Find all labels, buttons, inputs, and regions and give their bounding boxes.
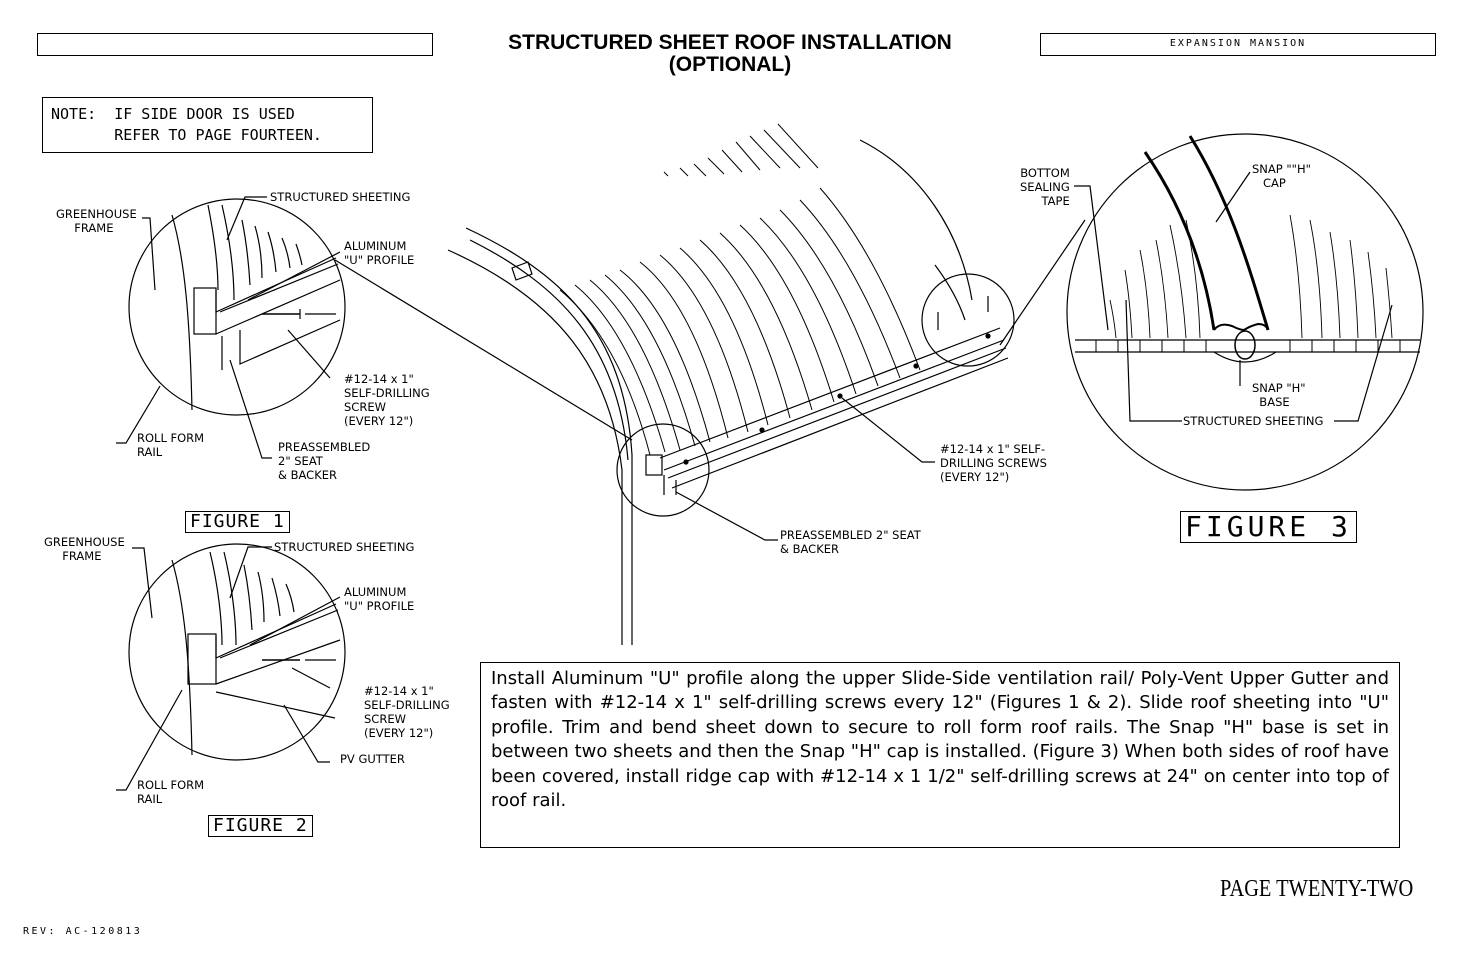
fig1-seat-backer-label: PREASSEMBLED 2" SEAT & BACKER xyxy=(278,440,371,482)
header-blank-box xyxy=(37,33,433,56)
fig1-screw-label: #12-14 x 1" SELF-DRILLING SCREW (EVERY 1… xyxy=(344,372,430,428)
fig3-snap-base-label: SNAP "H" BASE xyxy=(1252,381,1306,409)
figure1-leaders xyxy=(116,196,341,459)
main-seat-backer-label: PREASSEMBLED 2" SEAT & BACKER xyxy=(780,528,921,556)
figure2-leaders xyxy=(116,546,341,791)
fig3-snap-cap-label: SNAP ""H" CAP xyxy=(1252,162,1311,190)
fig2-pv-gutter-label: PV GUTTER xyxy=(340,752,405,766)
side-door-note: NOTE: IF SIDE DOOR IS USED REFER TO PAGE… xyxy=(42,97,373,153)
fig2-aluminum-profile-label: ALUMINUM "U" PROFILE xyxy=(344,585,415,613)
fig2-screw-label: #12-14 x 1" SELF-DRILLING SCREW (EVERY 1… xyxy=(364,684,450,740)
fig1-aluminum-profile-label: ALUMINUM "U" PROFILE xyxy=(344,239,415,267)
fig1-structured-sheeting-label: STRUCTURED SHEETING xyxy=(270,190,411,204)
fig3-bottom-tape-label: BOTTOM SEALING TAPE xyxy=(1020,166,1070,208)
product-name-box: EXPANSION MANSION xyxy=(1040,33,1436,56)
main-roof-drawing xyxy=(447,123,1086,645)
fig1-greenhouse-frame-label: GREENHOUSE FRAME xyxy=(56,207,137,235)
figure3-detail-circle xyxy=(1066,133,1424,491)
installation-instructions: Install Aluminum "U" profile along the u… xyxy=(480,662,1400,848)
figure2-detail-circle xyxy=(128,543,346,761)
figure2-caption: FIGURE 2 xyxy=(208,815,313,837)
title-line-2: (OPTIONAL) xyxy=(668,53,792,76)
title-line-1: STRUCTURED SHEET ROOF INSTALLATION xyxy=(508,31,952,54)
main-screws-label: #12-14 x 1" SELF- DRILLING SCREWS (EVERY… xyxy=(940,442,1047,484)
revision-code: REV: AC-120813 xyxy=(23,926,143,937)
fig2-roll-form-rail-label: ROLL FORM RAIL xyxy=(137,778,205,806)
figure1-detail-circle xyxy=(128,198,346,416)
fig2-greenhouse-frame-label: GREENHOUSE FRAME xyxy=(44,535,125,563)
fig3-structured-sheeting-label: STRUCTURED SHEETING xyxy=(1183,414,1324,428)
figure1-callout-line xyxy=(334,259,633,441)
fig2-structured-sheeting-label: STRUCTURED SHEETING xyxy=(274,540,415,554)
page-number: PAGE TWENTY-TWO xyxy=(1220,876,1414,902)
fig1-roll-form-rail-label: ROLL FORM RAIL xyxy=(137,431,205,459)
product-name: EXPANSION MANSION xyxy=(1169,38,1307,49)
figure3-caption: FIGURE 3 xyxy=(1180,511,1357,543)
page-title: STRUCTURED SHEET ROOF INSTALLATION (OPTI… xyxy=(440,32,1020,76)
figure1-caption: FIGURE 1 xyxy=(185,511,290,533)
